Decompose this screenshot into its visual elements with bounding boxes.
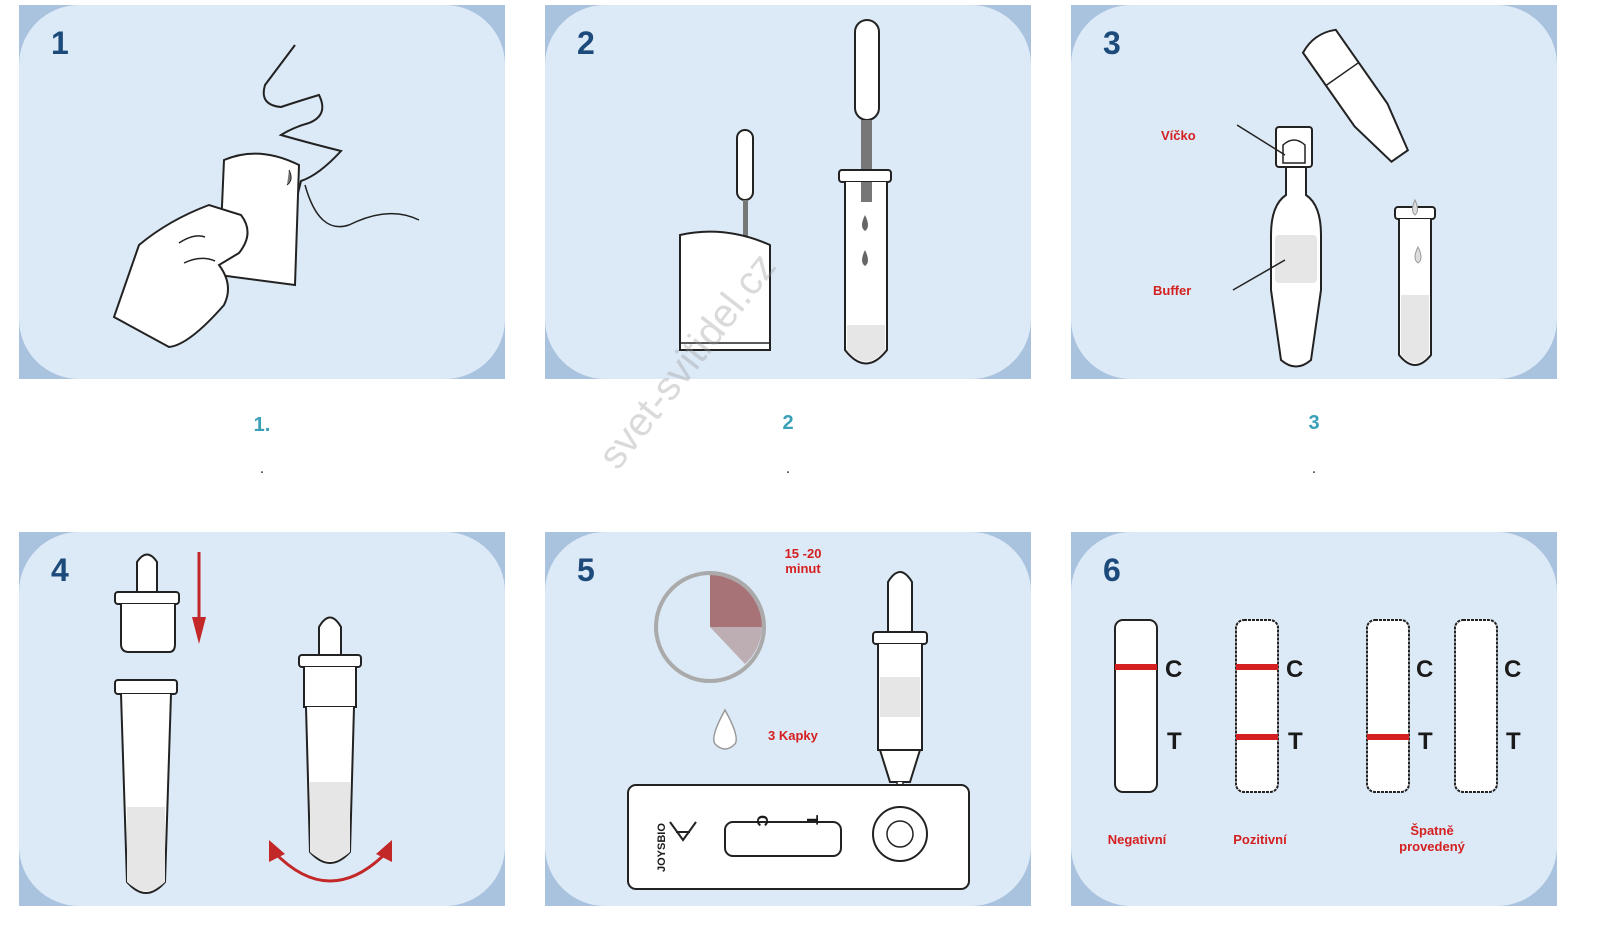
caption-step-2: 2 — [782, 412, 794, 434]
caption-step-3: 3 — [1308, 412, 1320, 434]
step-4-number: 4 — [51, 552, 69, 588]
step-1-number: 1 — [51, 25, 69, 61]
caption-step-2-dot: . — [785, 460, 791, 477]
step-2-illustration — [545, 5, 1031, 379]
step-5-panel: 15 -20 minut 3 Kapky C T JOYSBIO 5 — [545, 532, 1031, 906]
time-label-line2: minut — [785, 561, 821, 576]
step-5-number: 5 — [577, 552, 595, 588]
step-6-illustration: C T C T C T C T Negativní Pozitivní Špat… — [1071, 532, 1557, 906]
invalid2-c-label: C — [1504, 656, 1521, 683]
cassette-c-label: C — [753, 815, 770, 827]
step-2-panel: 2 — [545, 5, 1031, 379]
caption-step-1: 1. — [253, 414, 271, 436]
step-6-panel: C T C T C T C T Negativní Pozitivní Špat… — [1071, 532, 1557, 906]
drops-label: 3 Kapky — [768, 728, 819, 743]
result-positive-label: Pozitivní — [1233, 832, 1287, 847]
step-1-panel: 1 — [19, 5, 505, 379]
step-5-illustration: 15 -20 minut 3 Kapky C T JOYSBIO — [545, 532, 1031, 906]
invalid1-c-label: C — [1416, 656, 1433, 683]
positive-t-label: T — [1288, 728, 1303, 755]
result-invalid-line2: provedený — [1399, 839, 1466, 854]
step-2-number: 2 — [577, 25, 595, 61]
result-invalid-line1: Špatně — [1410, 823, 1453, 838]
cap-label: Víčko — [1161, 128, 1196, 143]
positive-c-label: C — [1286, 656, 1303, 683]
step-4-illustration — [19, 532, 505, 906]
caption-step-3-dot: . — [1311, 460, 1317, 477]
cassette-t-label: T — [803, 815, 820, 825]
time-label-line1: 15 -20 — [785, 546, 822, 561]
negative-t-label: T — [1167, 728, 1182, 755]
step-4-panel: 4 — [19, 532, 505, 906]
step-3-number: 3 — [1103, 25, 1121, 61]
invalid2-t-label: T — [1506, 728, 1521, 755]
buffer-label: Buffer — [1153, 283, 1191, 298]
cassette-brand: JOYSBIO — [656, 823, 668, 872]
step-6-number: 6 — [1103, 552, 1121, 588]
caption-step-1-dot: . — [259, 460, 265, 477]
step-1-illustration — [19, 5, 505, 379]
step-3-panel: Víčko Buffer 3 — [1071, 5, 1557, 379]
result-negative-label: Negativní — [1108, 832, 1167, 847]
negative-c-label: C — [1165, 656, 1182, 683]
step-3-illustration: Víčko Buffer — [1071, 5, 1557, 379]
invalid1-t-label: T — [1418, 728, 1433, 755]
